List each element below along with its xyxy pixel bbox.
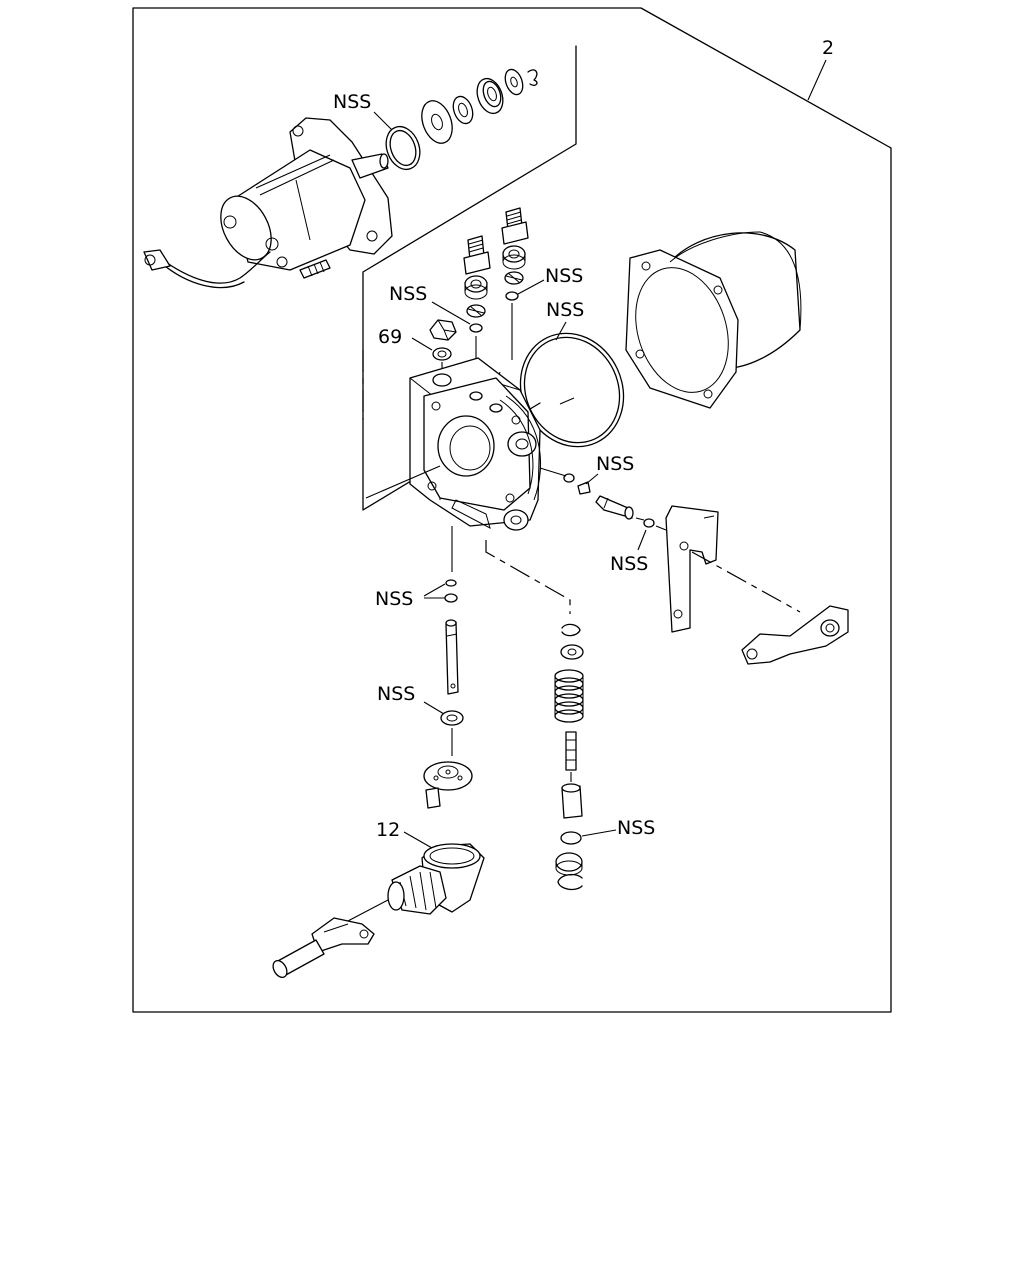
lever-arm	[741, 605, 849, 665]
callout-2: 2	[822, 37, 834, 59]
cylinder-cover	[625, 231, 802, 409]
mounting-bracket	[665, 505, 719, 633]
thrust-washer	[421, 100, 453, 144]
spring-seat	[560, 644, 584, 660]
stem-seal	[440, 710, 464, 726]
fitting-right	[501, 207, 529, 245]
hex-nut-right	[502, 245, 526, 270]
axis-lever	[691, 551, 801, 613]
shaft-bearing-stack	[385, 68, 538, 171]
seal-ring-left	[469, 323, 483, 333]
callout-nss-bracket: NSS	[610, 553, 648, 575]
leader-nss-stem-seal	[423, 701, 445, 715]
o-ring-nss-1	[385, 125, 421, 171]
side-pin-stack	[563, 473, 634, 520]
callout-nss-gasket: NSS	[546, 299, 584, 321]
callout-nss-plunger: NSS	[617, 817, 655, 839]
diaphragm-cap	[423, 761, 473, 809]
leader-nss-seal-left	[431, 301, 471, 325]
callout-nss-seal-left: NSS	[389, 283, 427, 305]
electric-motor	[143, 117, 393, 289]
lock-washer-left	[466, 304, 486, 318]
axis-lower-right	[485, 540, 571, 614]
washer-nss-bracket	[643, 518, 655, 528]
callout-69: 69	[378, 326, 402, 348]
leader-nss-gasket	[555, 321, 567, 341]
end-cap	[555, 852, 583, 876]
valve-body-housing	[409, 357, 542, 531]
stem-shaft	[445, 619, 459, 695]
callout-nss-side-pin: NSS	[596, 453, 634, 475]
valve-plunger	[561, 783, 583, 819]
leader-69	[411, 337, 433, 351]
oring-plunger	[560, 831, 582, 845]
seal-ring-right	[505, 291, 519, 301]
leader-nss-oring	[373, 111, 393, 131]
collar	[452, 95, 474, 125]
callout-nss-oring: NSS	[333, 91, 371, 113]
oring-lower-2	[444, 593, 458, 603]
coil-spring	[554, 669, 584, 723]
small-washer	[504, 68, 524, 96]
hex-nut-left	[464, 275, 488, 300]
leader-nss-lower-orings	[423, 583, 446, 599]
valve-stem	[565, 731, 577, 771]
callout-12: 12	[376, 819, 400, 841]
leader-12	[403, 831, 433, 849]
axis-motor-to-body	[365, 465, 441, 499]
axis-bracket	[635, 517, 667, 531]
spring-clip	[561, 623, 581, 637]
boot-fork-assembly	[272, 843, 485, 979]
plug-bolt-69	[429, 319, 457, 361]
leader-nss-seal-right	[517, 279, 545, 295]
leader-nss-side-pin	[585, 473, 599, 485]
oring-lower-1	[445, 579, 457, 587]
callout-nss-stem-seal: NSS	[377, 683, 415, 705]
circlip	[527, 69, 538, 86]
lock-washer-right	[504, 271, 524, 285]
callout-nss-lower-orings: NSS	[375, 588, 413, 610]
callout-nss-seal-right: NSS	[545, 265, 583, 287]
snap-ring	[557, 873, 583, 891]
leader-nss-plunger	[581, 829, 617, 837]
diagram-frame	[132, 7, 892, 1013]
leader-2	[807, 59, 827, 101]
leader-nss-bracket	[637, 529, 647, 551]
fitting-left	[463, 235, 491, 275]
axis-side-pin	[539, 467, 567, 477]
